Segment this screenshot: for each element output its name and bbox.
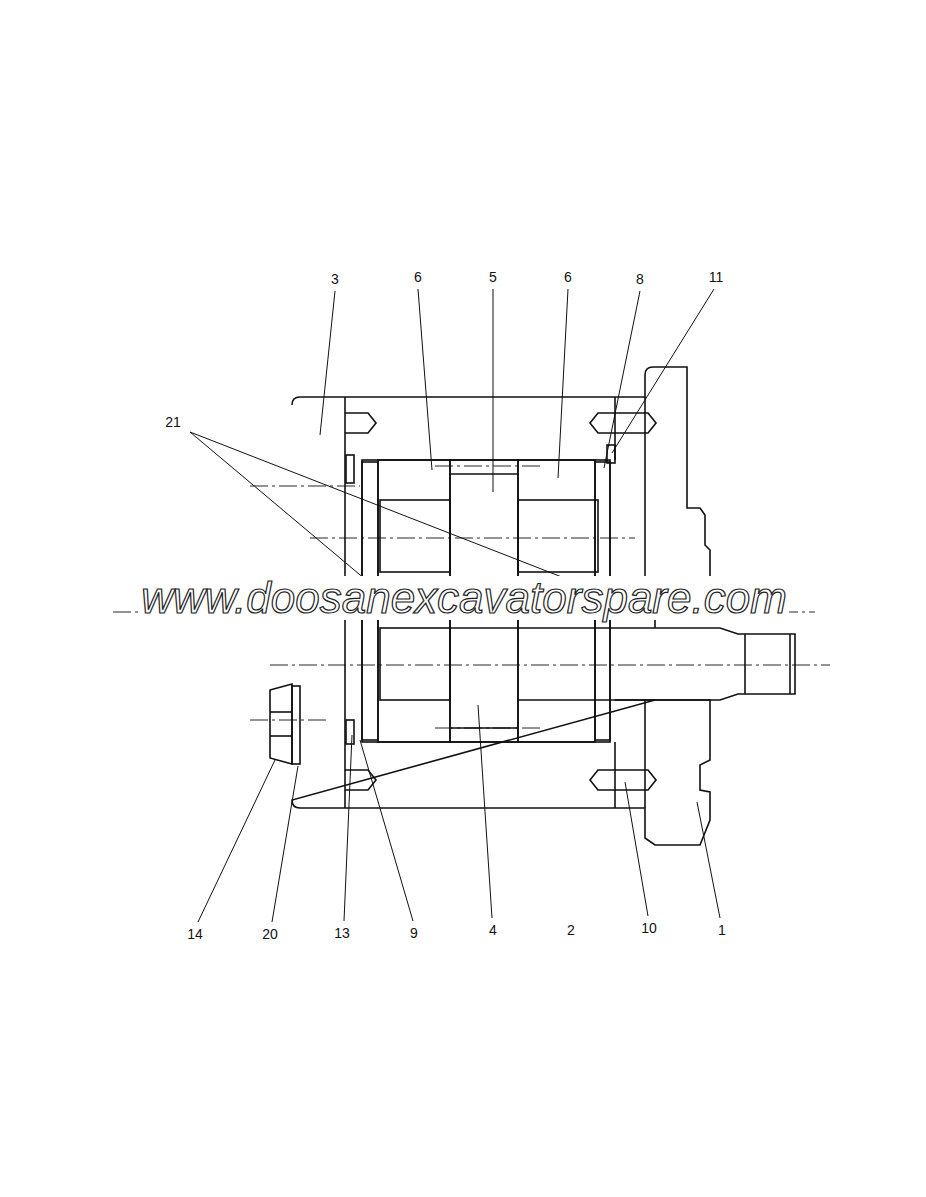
callout-number: 10 [641,921,657,935]
watermark: www.doosanexcavatorspare.com [139,576,789,620]
callout-number: 11 [709,270,724,284]
callout-number: 6 [564,270,572,284]
center-lines [113,466,830,728]
callout-number: 5 [489,270,497,284]
callout-number: 3 [331,272,339,286]
callout-number: 2 [567,923,575,937]
callout-number: 6 [414,270,422,284]
callout-number: 21 [165,415,181,429]
callout-number: 8 [636,272,644,286]
callout-number: 4 [489,923,497,937]
callout-number: 1 [718,923,726,937]
callout-number: 9 [410,926,418,940]
callout-number: 13 [334,926,350,940]
callout-number: 20 [262,927,278,941]
callout-number: 14 [187,927,203,941]
